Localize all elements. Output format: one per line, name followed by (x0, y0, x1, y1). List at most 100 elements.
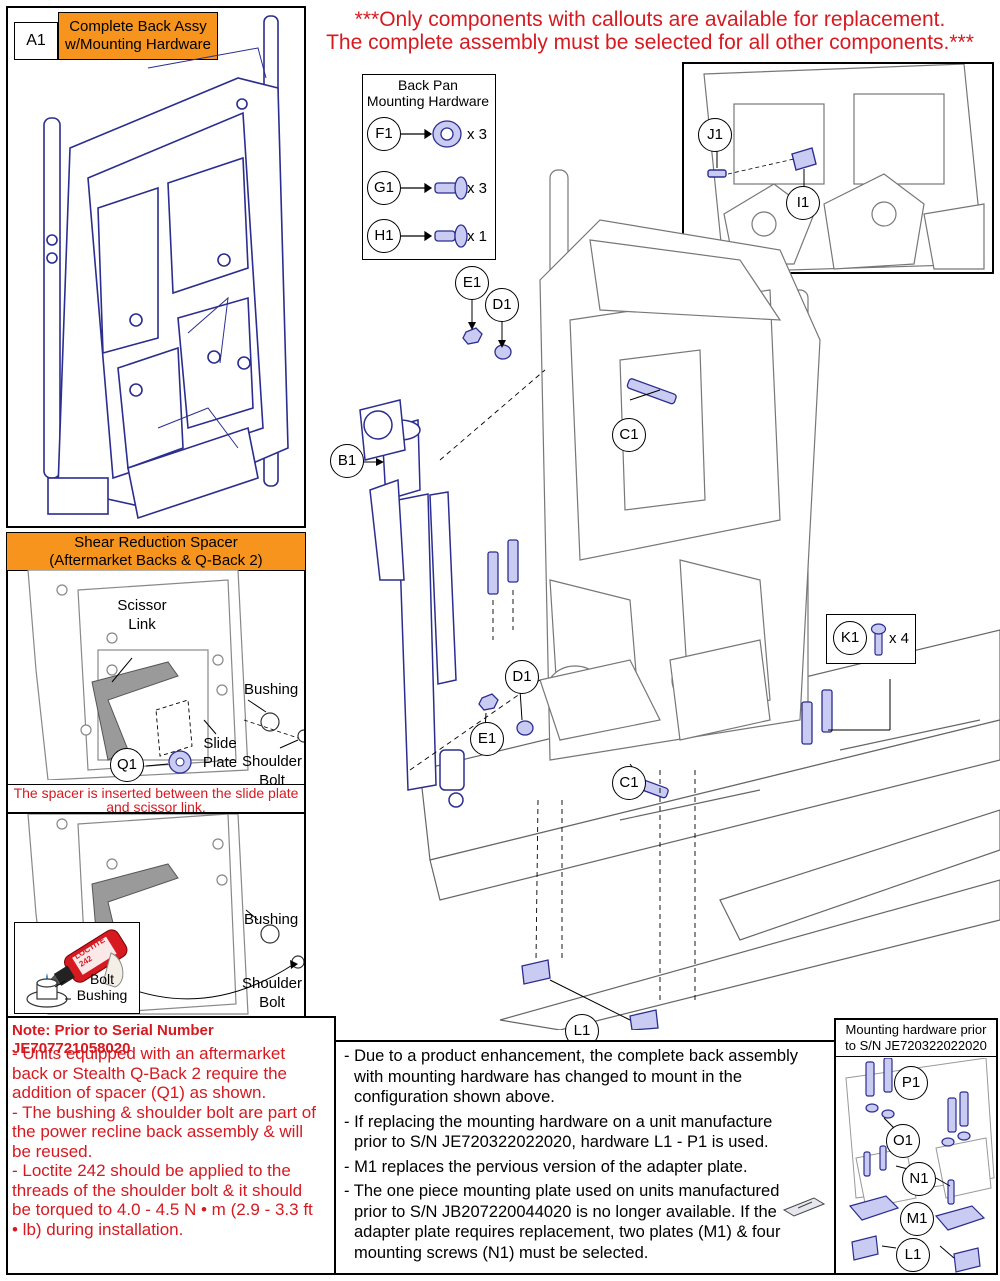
note-line-2: back or Stealth Q-Back 2 require the (12, 1063, 287, 1083)
f1-qty: x 3 (467, 126, 488, 143)
label-scissor: Scissor (117, 597, 167, 614)
note-line-3: addition of spacer (Q1) as shown. (12, 1083, 267, 1102)
inset-label-bushing: Bushing (76, 987, 128, 1003)
info-bullet-1-line-2: with mounting hardware has changed to mo… (354, 1067, 742, 1086)
callout-c1-low[interactable]: C1 (612, 766, 646, 800)
callout-e1-low[interactable]: E1 (470, 722, 504, 756)
callout-c1-top[interactable]: C1 (612, 418, 646, 452)
info-bullet-4-line-4: mounting screws (N1) must be selected. (354, 1243, 649, 1262)
label-slide: Slide (203, 735, 237, 752)
note-line-7: - Loctite 242 should be applied to the (12, 1161, 291, 1180)
k1-qty: x 4 (889, 630, 910, 647)
note-heading: Note: Prior to Serial Number JE707721058… (12, 1022, 214, 1057)
prior-hardware-drawing (845, 1058, 995, 1273)
note-line-6: be reused. (12, 1141, 93, 1161)
label-slide-plate: Slide Plate (194, 734, 246, 772)
callout-o1[interactable]: O1 (886, 1124, 920, 1158)
info-bullet-4-line-2: prior to S/N JB207220044020 is no longer… (354, 1202, 777, 1221)
loctite-inset: LOCTITE 242 Bolt Bushing (14, 922, 140, 1014)
prior-title-line-2: to S/N JE720322022020 (845, 1038, 987, 1053)
prior-title: Mounting hardware prior to S/N JE7203220… (836, 1022, 996, 1057)
callout-e1-top[interactable]: E1 (455, 266, 489, 300)
inset-label-bolt: Bolt (89, 971, 115, 987)
callout-q1[interactable]: Q1 (110, 748, 144, 782)
h1-qty: x 1 (467, 228, 488, 245)
spacer-note-line-2: and scissor link. (106, 799, 206, 815)
info-bullet-4: - The one piece mounting plate used on u… (344, 1181, 836, 1263)
label-scissor-link: Scissor Link (112, 596, 172, 634)
label-bushing: Bushing (244, 681, 299, 698)
spacer-title-line-1: Shear Reduction Spacer (74, 534, 238, 551)
warning-line-2: The complete assembly must be selected f… (326, 31, 974, 54)
k1-box: K1 x 4 (826, 614, 916, 664)
info-bullet-2: - If replacing the mounting hardware on … (344, 1112, 836, 1153)
note-body: - Units equipped with an aftermarket bac… (12, 1044, 334, 1239)
callout-p1[interactable]: P1 (894, 1066, 928, 1100)
info-bullet-2-line-2: prior to S/N JE720322022020, hardware L1… (354, 1133, 769, 1151)
spacer-note-line-1: The spacer is inserted between the slide… (13, 785, 299, 801)
info-bullet-3: - M1 replaces the pervious version of th… (344, 1157, 836, 1178)
main-exploded-view (350, 169, 1000, 1030)
info-bullet-2-line-1: - If replacing the mounting hardware on … (344, 1112, 773, 1131)
k1-screw-icon (870, 623, 887, 656)
label-plate: Plate (202, 754, 238, 771)
a1-title: Complete Back Assy w/Mounting Hardware (58, 12, 218, 60)
callout-l1-prior[interactable]: L1 (896, 1238, 930, 1272)
a1-id-box: A1 (14, 22, 58, 60)
info-bullet-4-line-3: adapter plate requires replacement, two … (354, 1223, 781, 1241)
loctite-label-bolt: Bolt (259, 994, 285, 1011)
callout-m1[interactable]: M1 (900, 1202, 934, 1236)
info-bullet-3-line-1: - M1 replaces the pervious version of th… (344, 1157, 748, 1176)
loctite-panel: LOCTITE 242 Bolt Bushing Bushing Shoulde… (6, 812, 306, 1018)
complete-back-panel: A1 Complete Back Assy w/Mounting Hardwar… (6, 6, 306, 528)
back-pan-hardware-drawing (401, 120, 468, 248)
note-line-1: - Units equipped with an aftermarket (12, 1044, 286, 1063)
callout-g1[interactable]: G1 (367, 171, 401, 205)
label-bolt-bushing: Bolt Bushing (71, 971, 133, 1003)
loctite-label-shoulder: Shoulder (241, 975, 303, 992)
callout-j1[interactable]: J1 (698, 118, 732, 152)
prior-hardware-panel: Mounting hardware prior to S/N JE7203220… (834, 1018, 998, 1275)
spacer-panel: Shear Reduction Spacer (Aftermarket Back… (6, 532, 306, 814)
info-bullet-4-line-1: - The one piece mounting plate used on u… (344, 1182, 780, 1200)
info-bullet-1-line-3: configuration shown above. (354, 1088, 555, 1106)
label-link: Link (128, 616, 156, 633)
spacer-drawing (27, 570, 304, 780)
note-line-5: the power recline back assembly & will (12, 1122, 304, 1141)
back-pan-title-line-2: Mounting Hardware (366, 93, 490, 109)
g1-qty: x 3 (467, 180, 488, 197)
a1-title-line-1: Complete Back Assy (69, 18, 207, 35)
warning-banner: ***Only components with callouts are ava… (300, 8, 1000, 54)
loctite-label-shoulder-bolt: Shoulder Bolt (240, 974, 304, 1012)
spacer-note: The spacer is inserted between the slide… (8, 784, 304, 814)
label-shoulder: Shoulder (241, 753, 303, 770)
detail-i1-j1-drawing (703, 64, 985, 272)
info-panel: - Due to a product enhancement, the comp… (334, 1040, 840, 1275)
callout-n1[interactable]: N1 (902, 1162, 936, 1196)
info-bullet-1-line-1: - Due to a product enhancement, the comp… (344, 1047, 798, 1065)
callout-d1-top[interactable]: D1 (485, 288, 519, 322)
callout-f1[interactable]: F1 (367, 117, 401, 151)
callout-b1[interactable]: B1 (330, 444, 364, 478)
prior-title-line-1: Mounting hardware prior (845, 1022, 987, 1037)
info-body: - Due to a product enhancement, the comp… (344, 1046, 836, 1263)
loctite-label-bushing: Bushing (244, 911, 299, 928)
complete-back-drawing (43, 15, 289, 520)
adapter-plate-icon (782, 1197, 826, 1217)
spacer-title: Shear Reduction Spacer (Aftermarket Back… (7, 533, 305, 571)
note-line-8: threads of the shoulder bolt & it should (12, 1180, 303, 1200)
info-bullet-1: - Due to a product enhancement, the comp… (344, 1046, 836, 1108)
callout-h1[interactable]: H1 (367, 219, 401, 253)
loctite-inset-drawing (26, 929, 128, 1008)
note-line-4: - The bushing & shoulder bolt are part o… (12, 1102, 316, 1122)
note-line-10: • lb) during installation. (12, 1219, 184, 1239)
callout-k1[interactable]: K1 (833, 621, 867, 655)
a1-title-line-2: w/Mounting Hardware (65, 36, 211, 53)
warning-line-1: ***Only components with callouts are ava… (354, 8, 946, 31)
back-pan-title-line-1: Back Pan (398, 77, 458, 93)
detail-i1-j1-box: J1 I1 (682, 62, 994, 274)
callout-d1-low[interactable]: D1 (505, 660, 539, 694)
spacer-title-line-2: (Aftermarket Backs & Q-Back 2) (49, 552, 263, 569)
note-panel: Note: Prior to Serial Number JE707721058… (6, 1016, 336, 1275)
callout-i1[interactable]: I1 (786, 186, 820, 220)
